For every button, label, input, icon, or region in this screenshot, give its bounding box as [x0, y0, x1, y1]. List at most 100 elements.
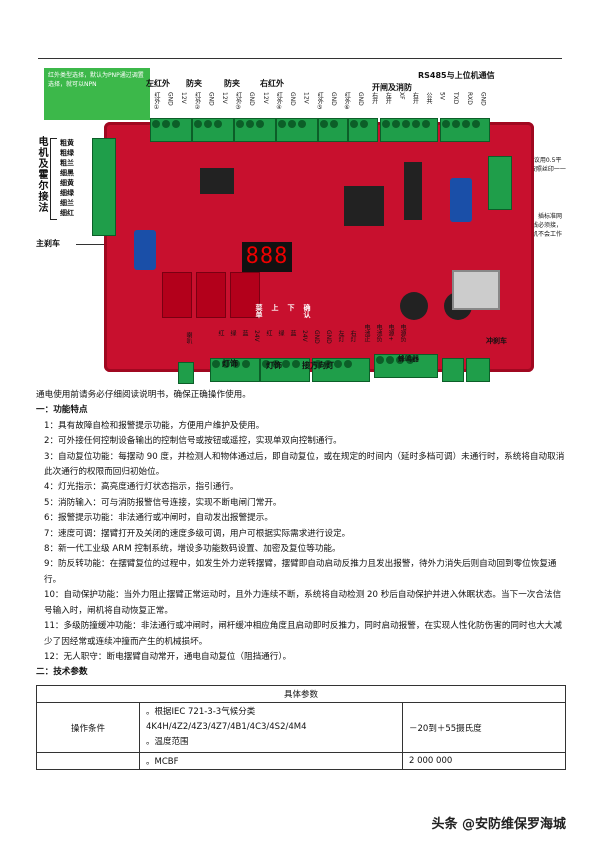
pcb-board: 菜单 上 下 确认	[92, 118, 534, 384]
top-rule	[38, 58, 562, 59]
feature-item: 3：自动复位功能：每摆动 90 度，并检测人和物体通过后，即自动复位，或在规定的…	[44, 451, 565, 478]
top-label-rs485: RS485与上位机通信	[418, 71, 495, 80]
top-pin-label: 红外③	[234, 92, 242, 111]
bottom-pin-label: 24V	[301, 330, 308, 342]
top-label-open-fire: 开闸及消防	[372, 83, 412, 92]
top-pin-label: 红外①	[153, 92, 160, 111]
bottom-pin-label: GND	[313, 330, 320, 344]
feature-item: 12：无人职守：断电摆臂自动常开，通电自动复位（阻挡通行）。	[44, 651, 292, 662]
bottom-pin-label: 右灯	[349, 330, 356, 342]
bottom-pin-label: 左灯	[337, 330, 344, 342]
top-pin-label: GND	[479, 92, 487, 106]
terminal-speaker	[178, 362, 194, 384]
bottom-pin-label: 绿	[277, 330, 284, 336]
bottom-label-pwr-pos: 电源+	[387, 324, 394, 342]
top-label-left-ir: 左红外	[146, 79, 170, 88]
relay-1	[162, 272, 192, 318]
rj45-port	[452, 270, 500, 310]
top-pin-label: 右开	[370, 92, 378, 104]
terminal-pinch-1	[192, 118, 234, 142]
top-pin-label: 公共	[425, 92, 432, 104]
top-label-anti-pinch-1: 防夹	[186, 79, 202, 88]
motor-pin-label: 粗黄	[60, 139, 74, 147]
top-label-right-ir: 右红外	[260, 79, 284, 88]
bottom-pin-label: 绿	[229, 330, 236, 336]
row2-label	[36, 752, 140, 770]
controller-board-diagram: 红外类型选择，默认为PNP通过调置选择，就可以NPN 左红外 防夹 防夹 右红外…	[34, 62, 568, 384]
terminal-open-fire	[380, 118, 438, 142]
row1-line-3: 。温度范围	[146, 737, 189, 747]
row1-value: －20到＋55摄氏度	[402, 702, 566, 753]
row1-line-1: 。根据IEC 721-3-3气候分类	[146, 707, 256, 717]
bottom-label-light-1: 灯饰	[222, 359, 238, 368]
feature-item: 8：新一代工业级 ARM 控制系统，增设多功能数码设置、加密及复位等功能。	[44, 544, 341, 555]
top-pin-label: 12V	[180, 92, 188, 104]
key-up-label: 上	[271, 304, 279, 311]
top-pin-label: 5V	[438, 92, 446, 100]
main-brake-label: 主刹车	[36, 239, 60, 248]
chip-2	[404, 162, 422, 220]
capacitor-2	[134, 230, 156, 270]
top-pin-label: GND	[357, 92, 364, 106]
manual-text: 通电使用前请务必仔细阅读说明书，确保正确操作使用。 一：功能特点 1：具有故障自…	[36, 388, 566, 681]
tech-params-table: 具体参数 操作条件 。根据IEC 721-3-3气候分类 4K4H/4Z2/4Z…	[36, 685, 566, 770]
motor-pin-label: 细黄	[60, 179, 74, 187]
terminal-brake	[466, 358, 490, 382]
network-cable-note: 联机网线，插标准网网线，网线必须接，要不然从机不会工作	[508, 213, 563, 238]
terminal-left-ir	[150, 118, 192, 142]
top-pin-label: 右开	[411, 92, 419, 104]
feature-item: 6：报警提示功能：非法通行或冲闸时，自动发出报警提示。	[44, 513, 273, 524]
chip-main-arm	[344, 186, 384, 226]
infrared-type-note: 红外类型选择，默认为PNP通过调置选择，就可以NPN	[44, 68, 150, 120]
row1-conditions: 。根据IEC 721-3-3气候分类 4K4H/4Z2/4Z3/4Z7/4B1/…	[139, 702, 403, 753]
main-brake-arrow	[76, 244, 106, 245]
row2-value: 2 000 000	[402, 752, 566, 770]
terminal-rs485	[440, 118, 490, 142]
key-confirm-label: 确认	[303, 304, 311, 318]
feature-item: 1：具有故障自检和报警提示功能，方便用户维护及使用。	[44, 420, 265, 431]
top-pin-label: GND	[289, 92, 296, 106]
bottom-label-bat-pos: 电池正	[363, 324, 370, 342]
bottom-pin-label: 红	[217, 330, 224, 336]
terminal-direction	[312, 358, 370, 382]
terminal-pinch-2	[234, 118, 276, 142]
feature-item: 11：多级防撞缓冲功能：非法通行或冲闸时，闸杆缓冲相应角度且启动即时反推力，同时…	[44, 621, 562, 647]
top-pin-label: RXD	[465, 92, 473, 105]
top-pin-label: GND	[166, 92, 174, 106]
capacitor-1	[450, 178, 472, 222]
top-pin-label: GND	[329, 92, 337, 106]
bottom-label-pwr-neg: 电源负	[399, 324, 406, 342]
relay-2	[196, 272, 226, 318]
row1-label: 操作条件	[36, 702, 140, 753]
bottom-label-bat-neg: 电池负	[375, 324, 382, 342]
motor-pin-label: 粗兰	[60, 159, 74, 167]
table-header: 具体参数	[36, 685, 566, 703]
top-pin-label: 12V	[261, 92, 269, 104]
watermark: 头条 @安防维保罗海城	[431, 817, 566, 832]
terminal-ir6	[348, 118, 378, 142]
feature-item: 4：灯光指示：高亮度通行灯状态指示，指引通行。	[44, 482, 239, 493]
top-pin-label: 红外⑥	[343, 92, 351, 111]
motor-pin-label: 细红	[60, 209, 74, 217]
bottom-pin-label: GND	[325, 330, 332, 344]
intro-text: 通电使用前请务必仔细阅读说明书，确保正确操作使用。	[36, 390, 251, 400]
row2-text: 。MCBF	[139, 752, 403, 770]
feature-item: 2：可外接任何控制设备输出的控制信号或按钮或遥控，实现单双向控制通行。	[44, 436, 342, 447]
top-label-anti-pinch-2: 防夹	[224, 79, 240, 88]
terminal-power	[374, 354, 438, 378]
bottom-pin-label: 24V	[253, 330, 260, 342]
top-pin-label: 左开	[384, 92, 392, 104]
bottom-label-buzzer: 蜂鸣器	[398, 355, 419, 363]
motor-pin-label: 细绿	[60, 189, 74, 197]
feature-item: 7：速度可调：摆臂打开及关闭的速度多级可调，用户可根据实际需求进行设定。	[44, 528, 351, 539]
motor-hall-title: 电机及霍尔接法	[36, 136, 47, 213]
feature-item: 5：消防输入：可与消防报警信号连接，实现不断电闸门常开。	[44, 497, 282, 508]
bottom-pin-label: 蓝	[289, 330, 296, 336]
motor-bracket	[50, 138, 57, 220]
bottom-pin-label: 蓝	[241, 330, 248, 336]
key-down-label: 下	[287, 304, 295, 311]
section-2-title: 二：技术参数	[36, 667, 88, 678]
terminal-light-2	[260, 358, 310, 382]
terminal-light-1	[210, 358, 260, 382]
bottom-label-light-2: 灯饰	[266, 361, 282, 370]
